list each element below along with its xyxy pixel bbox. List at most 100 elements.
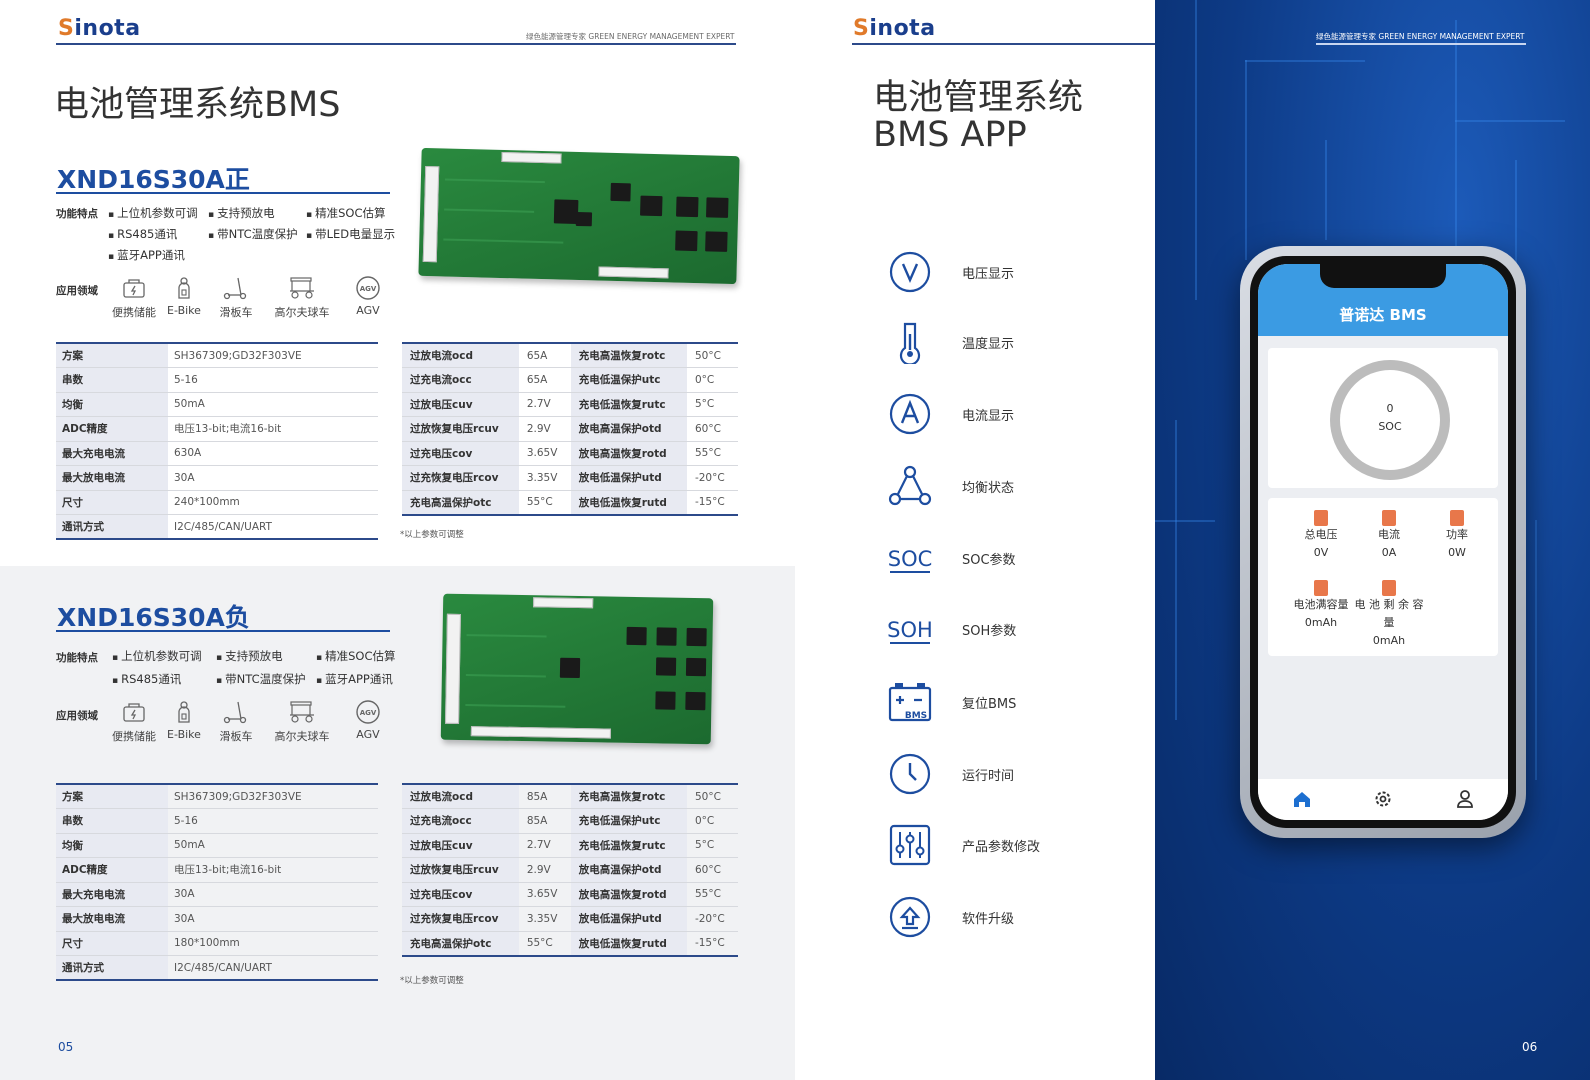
app-label-text: 高尔夫球车: [274, 306, 330, 319]
home-icon[interactable]: [1292, 790, 1312, 808]
feature-item: 带NTC温度保护: [216, 671, 305, 687]
pcb-chip: [685, 657, 707, 677]
ampere-icon: [889, 393, 931, 435]
phone-mockup: 普诺达 BMS 0 SOC 总电压 0V: [1240, 246, 1526, 838]
param-key: 过放电流ocd: [402, 342, 519, 368]
pcb-connector: [422, 165, 440, 263]
soc-card: 0 SOC: [1268, 348, 1498, 488]
param-key: 过充电压cov: [402, 882, 519, 907]
pcb-chip: [656, 627, 677, 646]
param-value: 60°C: [686, 857, 738, 883]
pcb-chip: [685, 691, 706, 711]
user-icon[interactable]: [1456, 789, 1474, 809]
param-value: 2.7V: [518, 833, 571, 858]
battery-plus-icon: [1382, 510, 1396, 526]
product-title: XND16S30A负: [57, 603, 250, 632]
feature-item: 精准SOC估算: [306, 205, 385, 221]
metric-total-voltage: 总电压 0V: [1286, 510, 1356, 562]
param-value: 2.9V: [518, 857, 571, 883]
applications-label: 应用领域: [56, 285, 98, 297]
app-agv: AGV AGV: [338, 276, 398, 317]
soc-ring-center: [1340, 370, 1440, 470]
feature-balance: 均衡状态: [888, 464, 1148, 514]
param-key: 过充恢复电压rcov: [402, 906, 519, 932]
app-page-title: 电池管理系统 BMS APP: [873, 80, 1083, 154]
spec-value: 50mA: [168, 833, 378, 858]
circuit-line: [1245, 60, 1247, 260]
spec-value: 30A: [168, 906, 378, 932]
product-title-rule: [56, 630, 390, 632]
circuit-line: [1325, 140, 1327, 240]
golf-cart-icon: [290, 701, 314, 723]
param-value: 3.65V: [518, 441, 571, 466]
feature-label: 运行时间: [962, 769, 1015, 784]
spec-key: 方案: [56, 342, 168, 368]
pcb-connector: [470, 726, 611, 739]
power-bank-icon: [123, 703, 145, 722]
param-key: 过充电流occ: [402, 808, 519, 834]
metric-label: 功率: [1446, 528, 1468, 541]
spec-key: 方案: [56, 783, 168, 809]
pcb-trace: [444, 208, 535, 213]
spec-value: I2C/485/CAN/UART: [168, 514, 378, 540]
param-value: 65A: [518, 367, 571, 393]
feature-reset-bms: BMS 复位BMS: [888, 680, 1148, 730]
spec-value: 5-16: [168, 808, 378, 834]
tagline: 绿色能源管理专家 GREEN ENERGY MANAGEMENT EXPERT: [1316, 32, 1525, 41]
spec-key: ADC精度: [56, 857, 168, 883]
feature-voltage: 电压显示: [888, 250, 1148, 300]
spec-value: 630A: [168, 441, 378, 466]
spec-key: 最大放电电流: [56, 906, 168, 932]
param-value: 50°C: [686, 783, 738, 809]
param-key: 过放电流ocd: [402, 783, 519, 809]
settings-icon[interactable]: [1373, 789, 1393, 809]
param-key: 充电高温恢复rotc: [570, 783, 687, 809]
pcb-connector: [445, 613, 461, 724]
metric-label: 电 池 剩 余 容 量: [1354, 598, 1424, 629]
spec-value: 电压13-bit;电流16-bit: [168, 857, 378, 883]
features-label: 功能特点: [56, 652, 98, 664]
param-key: 放电低温保护utd: [570, 465, 687, 491]
applications-label: 应用领域: [56, 710, 98, 722]
battery-full-icon: [1314, 580, 1328, 596]
feature-item: 上位机参数可调: [112, 648, 202, 664]
soc-ring-gauge: 0 SOC: [1330, 360, 1450, 480]
spec-value: 30A: [168, 465, 378, 491]
pcb-trace: [466, 634, 547, 638]
app-scooter: 滑板车: [206, 700, 266, 744]
feature-item: 带LED电量显示: [306, 226, 395, 242]
param-key: 过充电流occ: [402, 367, 519, 393]
brand-logo: Sinota: [58, 16, 141, 41]
app-scooter: 滑板车: [206, 276, 266, 320]
feature-label: SOC参数: [962, 553, 1016, 568]
feature-runtime: 运行时间: [888, 752, 1148, 802]
app-title: 普诺达 BMS: [1339, 306, 1427, 324]
power-bank-icon: [123, 279, 145, 298]
table-row: ADC精度电压13-bit;电流16-bit: [56, 857, 378, 883]
param-key: 放电低温恢复rutd: [570, 490, 687, 516]
app-label-text: 便携储能: [112, 730, 156, 743]
app-label-text: 滑板车: [219, 306, 253, 319]
param-value: 55°C: [686, 882, 738, 907]
spec-value: 30A: [168, 882, 378, 907]
svg-text:BMS: BMS: [905, 711, 927, 721]
pcb-trace: [444, 178, 545, 184]
feature-label: SOH参数: [962, 624, 1017, 639]
metric-power: 功率 0W: [1422, 510, 1492, 562]
soc-label: SOC: [1378, 420, 1402, 433]
spec-value: 50mA: [168, 392, 378, 417]
metric-value: 0W: [1448, 546, 1466, 559]
pcb-chip: [675, 230, 698, 252]
pcb-chip: [640, 195, 663, 217]
sliders-icon: [889, 824, 931, 866]
param-key: 充电低温恢复rutc: [570, 833, 687, 858]
app-golf-cart: 高尔夫球车: [272, 276, 332, 320]
spec-key: 均衡: [56, 392, 168, 417]
param-value: 2.9V: [518, 416, 571, 442]
